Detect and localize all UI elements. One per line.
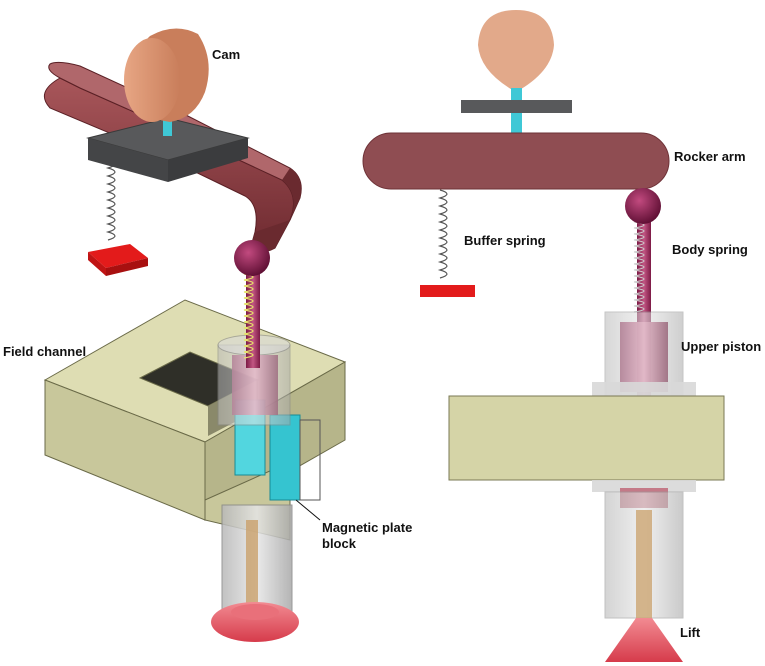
right-cam-shaft bbox=[511, 88, 522, 146]
right-plate bbox=[461, 100, 572, 113]
label-magnetic-plate-line1: Magnetic plate bbox=[322, 520, 413, 535]
right-ball-joint bbox=[625, 188, 661, 224]
label-upper-piston: Upper piston bbox=[681, 339, 762, 354]
left-valve-head bbox=[211, 602, 299, 642]
left-ball-joint bbox=[234, 240, 270, 276]
label-magnetic-plate-line2: block bbox=[322, 536, 356, 551]
right-valve-head bbox=[605, 618, 683, 662]
right-cam bbox=[478, 10, 554, 92]
label-rocker-arm: Rocker arm bbox=[674, 149, 746, 164]
right-lower-cylinder bbox=[592, 480, 696, 619]
right-field-channel bbox=[448, 395, 725, 481]
right-upper-cylinder bbox=[592, 311, 696, 397]
label-buffer-spring: Buffer spring bbox=[464, 233, 546, 248]
label-field-channel: Field channel bbox=[3, 344, 87, 359]
left-spring-stopper bbox=[88, 244, 148, 276]
label-cam: Cam bbox=[212, 47, 241, 62]
right-spring-stopper bbox=[420, 285, 475, 297]
right-rocker-arm bbox=[362, 132, 670, 190]
left-body-spring bbox=[243, 258, 260, 368]
right-buffer-spring bbox=[437, 189, 448, 279]
label-body-spring: Body spring bbox=[672, 242, 748, 257]
left-buffer-spring bbox=[105, 159, 116, 241]
left-lower-cylinder bbox=[221, 504, 293, 616]
left-plate bbox=[86, 117, 250, 182]
label-lift: Lift bbox=[680, 625, 701, 640]
left-cam bbox=[124, 28, 209, 122]
